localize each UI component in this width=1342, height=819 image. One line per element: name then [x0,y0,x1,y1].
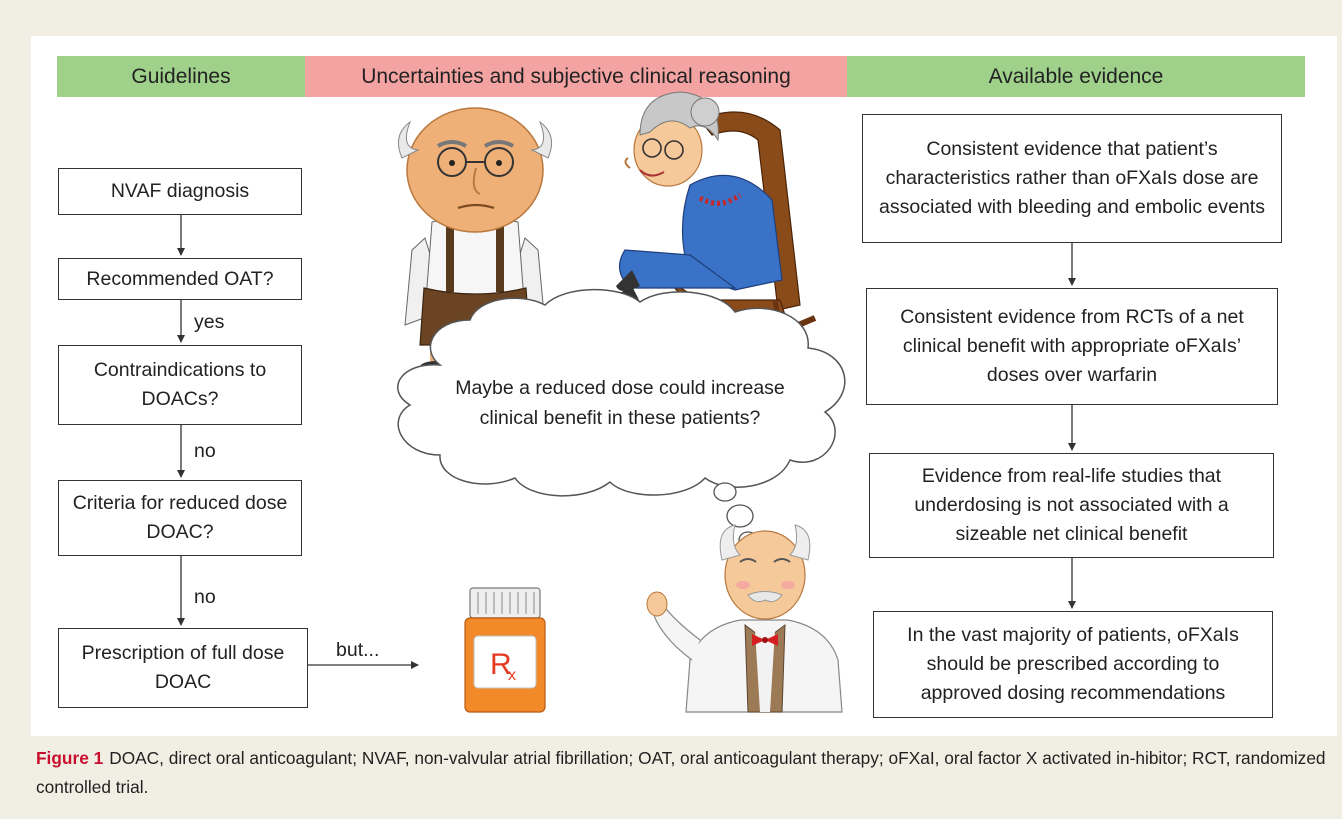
evidence-box-2: Consistent evidence from RCTs of a net c… [866,288,1278,405]
evidence-box-3: Evidence from real-life studies that und… [869,453,1274,558]
rx-symbol: R [490,648,512,681]
flow-arrows [177,215,419,669]
contraindications-box: Contraindications to DOACs? [58,345,302,425]
caption-text: DOAC, direct oral anticoagulant; NVAF, n… [36,748,1326,797]
pill-bottle-illustration: R x [464,587,546,713]
criteria-label: Criteria for reduced dose DOAC? [72,492,288,543]
contraindications-label: Contraindications to DOACs? [93,359,267,410]
prescription-label: Prescription of full dose DOAC [81,642,285,693]
no-label-2: no [194,586,216,608]
evidence-box-4: In the vast majority of patients, oFXaIs… [873,611,1273,718]
evidence-4-label: In the vast majority of patients, oFXaIs… [907,624,1239,704]
header-uncertainties-label: Uncertainties and subjective clinical re… [361,64,791,88]
yes-label: yes [194,311,225,333]
evidence-1-label: Consistent evidence that patient’s chara… [879,138,1265,218]
doctor-illustration [646,524,843,713]
evidence-3-label: Evidence from real-life studies that und… [914,465,1229,545]
nvaf-label: NVAF diagnosis [110,180,250,202]
evidence-box-1: Consistent evidence that patient’s chara… [862,114,1282,243]
thought-cloud [397,288,846,549]
recommended-label: Recommended OAT? [86,267,274,290]
thought-label: Maybe a reduced dose could increase clin… [455,377,785,429]
recommended-oat-box: Recommended OAT? [58,258,302,300]
header-guidelines: Guidelines [57,56,305,97]
header-evidence-label: Available evidence [988,64,1164,88]
evidence-2-label: Consistent evidence from RCTs of a net c… [900,306,1244,386]
rx-x: x [508,667,516,684]
header-evidence: Available evidence [847,56,1305,97]
figure-number: Figure 1 [36,748,104,768]
nvaf-diagnosis-box: NVAF diagnosis [58,168,302,215]
no-label-1: no [194,440,216,462]
criteria-reduced-dose-box: Criteria for reduced dose DOAC? [58,480,302,556]
prescription-box: Prescription of full dose DOAC [58,628,308,708]
header-uncertainties: Uncertainties and subjective clinical re… [305,56,847,97]
header-guidelines-label: Guidelines [131,64,231,88]
thought-text: Maybe a reduced dose could increase clin… [455,340,785,466]
but-label: but... [336,639,380,661]
